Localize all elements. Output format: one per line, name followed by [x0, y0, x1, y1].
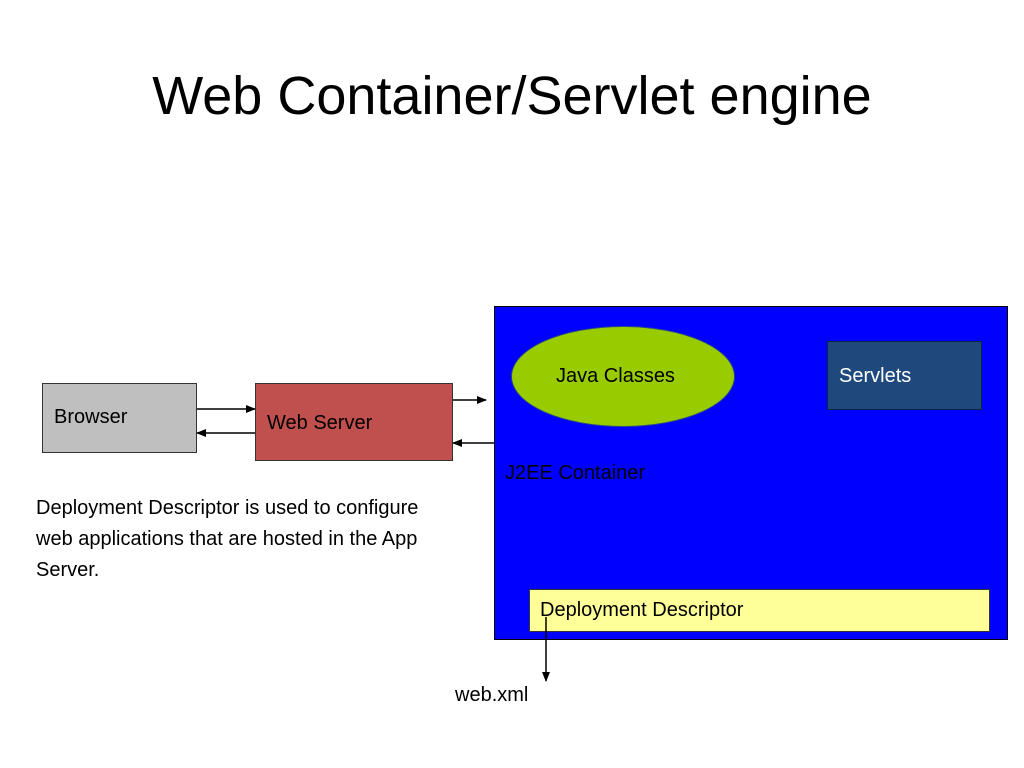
java-classes-ellipse: Java Classes	[511, 326, 735, 427]
java-classes-label: Java Classes	[556, 365, 675, 387]
web-xml-label: web.xml	[455, 684, 529, 706]
deployment-descriptor-label: Deployment Descriptor	[540, 599, 744, 621]
browser-box: Browser	[42, 383, 197, 453]
servlets-label: Servlets	[839, 365, 912, 387]
web-server-label: Web Server	[267, 412, 373, 434]
deployment-descriptor-box: Deployment Descriptor	[529, 589, 990, 632]
browser-label: Browser	[54, 406, 128, 428]
servlets-box: Servlets	[827, 341, 982, 410]
description-text: Deployment Descriptor is used to configu…	[36, 497, 419, 581]
slide-title: Web Container/Servlet engine	[152, 66, 872, 126]
web-server-box: Web Server	[255, 383, 453, 461]
j2ee-container-label: J2EE Container	[505, 462, 646, 484]
